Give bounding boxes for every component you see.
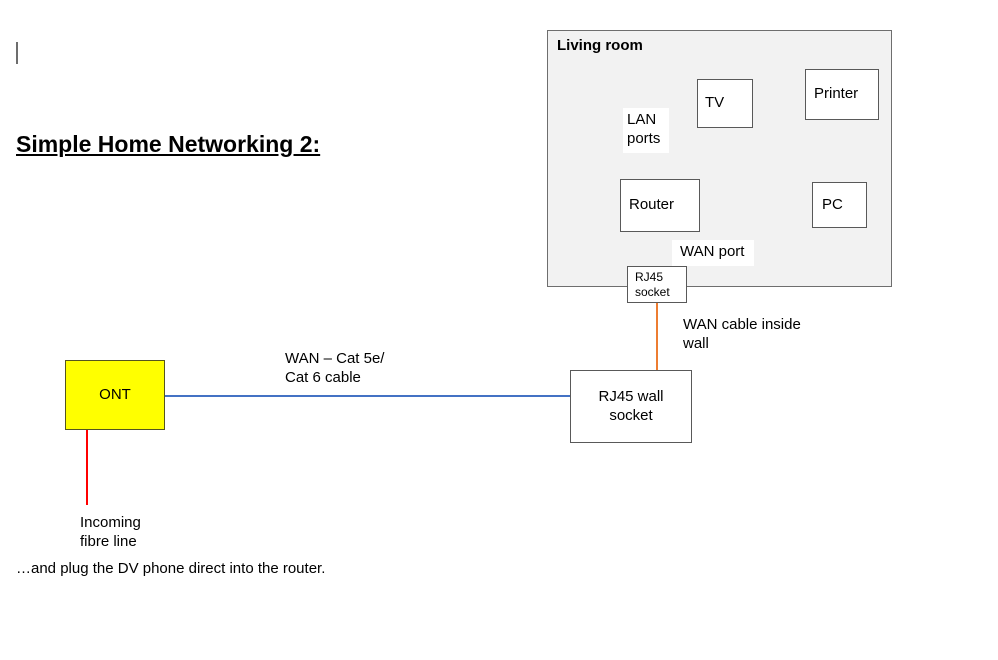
node-tv-label: TV	[705, 94, 725, 112]
node-rj45-wall-socket-label-line2: socket	[609, 406, 653, 424]
living-room-title: Living room	[557, 37, 643, 54]
node-router[interactable]: Router	[620, 179, 700, 232]
page-title: Simple Home Networking 2:	[16, 131, 321, 157]
incoming-fibre-line-label: Incoming fibre line	[80, 514, 141, 550]
wan-cat-cable-label: WAN – Cat 5e/ Cat 6 cable	[285, 350, 385, 386]
node-pc-label: PC	[822, 195, 843, 213]
wan-cable-inside-wall-label: WAN cable inside wall	[683, 316, 801, 352]
footnote-text: …and plug the DV phone direct into the r…	[16, 560, 326, 577]
node-rj45-socket[interactable]: RJ45 socket	[627, 266, 687, 303]
node-rj45-wall-socket-label-line1: RJ45 wall	[598, 387, 664, 405]
wan-port-label: WAN port	[672, 240, 755, 266]
node-rj45-socket-label-line1: RJ45	[635, 269, 664, 284]
text-caret	[16, 42, 18, 64]
node-printer[interactable]: Printer	[805, 69, 879, 120]
node-rj45-wall-socket[interactable]: RJ45 wall socket	[570, 370, 692, 443]
lan-ports-label: LAN ports	[623, 108, 670, 153]
node-pc[interactable]: PC	[812, 182, 867, 228]
node-rj45-socket-label-line2: socket	[635, 284, 670, 299]
node-printer-label: Printer	[814, 85, 859, 103]
node-router-label: Router	[629, 196, 675, 214]
node-tv[interactable]: TV	[697, 79, 753, 128]
node-ont[interactable]: ONT	[65, 360, 165, 430]
node-ont-label: ONT	[99, 385, 131, 403]
